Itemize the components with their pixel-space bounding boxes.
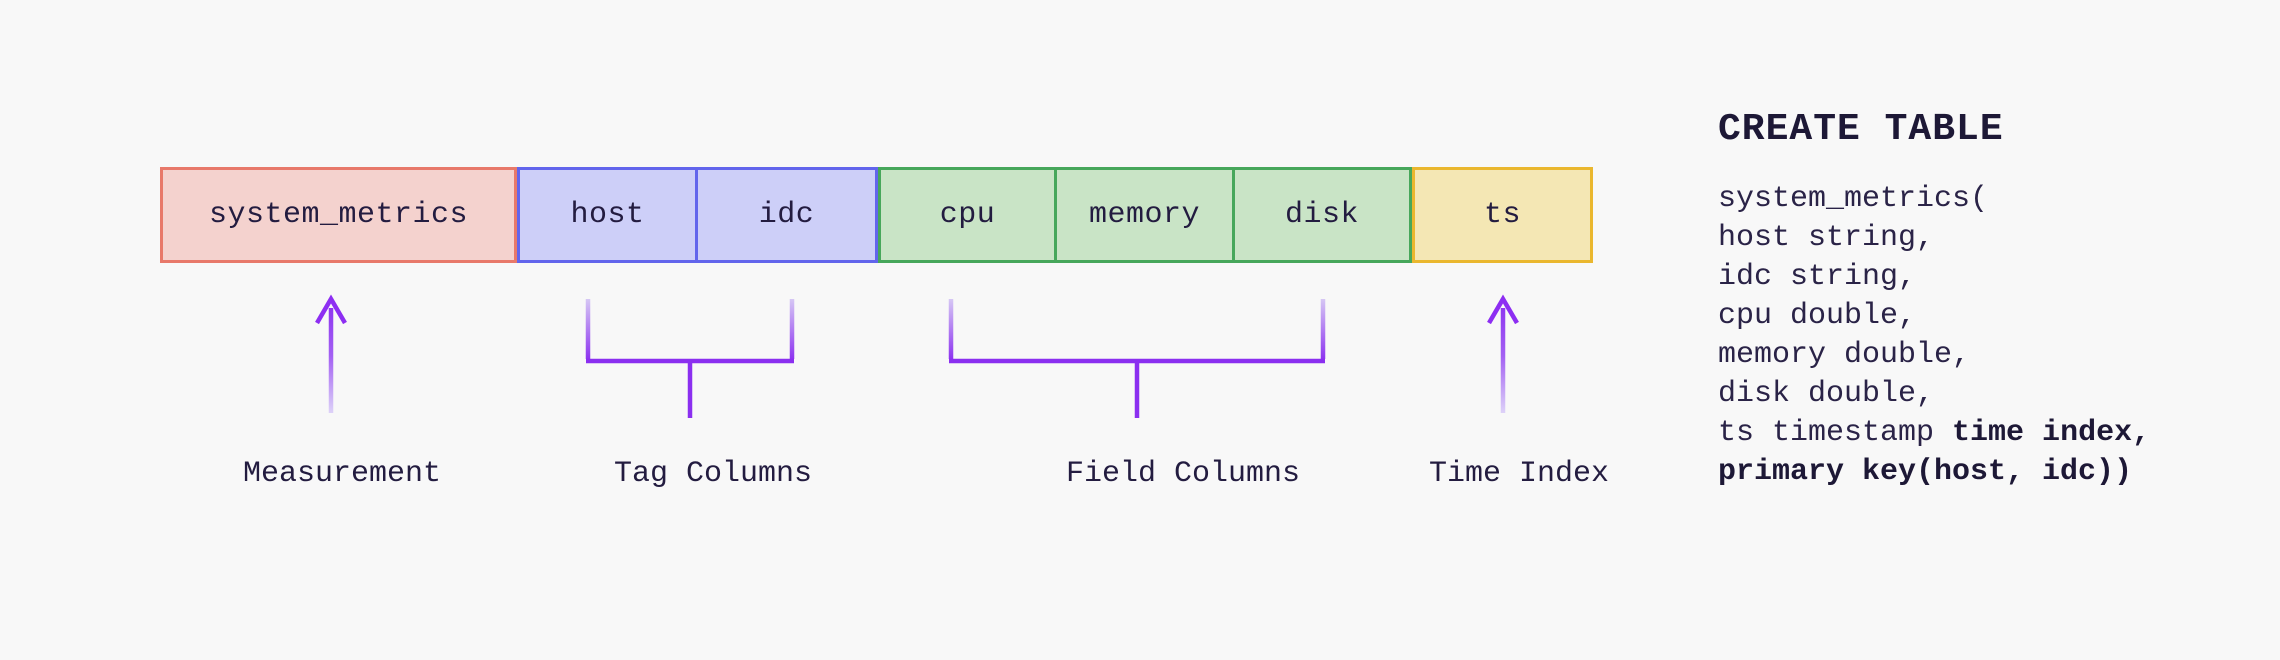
tag-column-box-idc: idc	[695, 167, 878, 263]
box-label: ts	[1483, 198, 1521, 232]
field-column-box-disk: disk	[1232, 167, 1412, 263]
tag-columns-label: Tag Columns	[613, 457, 813, 491]
time-index-label: Time Index	[1428, 457, 1610, 491]
sql-keyword-time-index: time index,	[1952, 416, 2151, 450]
sql-code: system_metrics( host string, idc string,…	[1718, 180, 2258, 492]
measurement-box-system-metrics: system_metrics	[160, 167, 517, 263]
time-index-arrow	[1487, 294, 1519, 413]
sql-line: ts timestamp time index,	[1718, 416, 2151, 450]
sql-line: cpu double,	[1718, 299, 1917, 333]
box-label: host	[570, 198, 645, 232]
time-index-box-ts: ts	[1412, 167, 1593, 263]
box-label: system_metrics	[208, 198, 469, 232]
sql-keyword-primary-key: primary key(host, idc))	[1718, 455, 2133, 489]
field-column-box-cpu: cpu	[878, 167, 1057, 263]
create-table-sql: CREATE TABLE system_metrics( host string…	[1718, 108, 2258, 492]
sql-line: idc string,	[1718, 260, 1917, 294]
sql-line: memory double,	[1718, 338, 1971, 372]
measurement-label: Measurement	[242, 457, 442, 491]
sql-title: CREATE TABLE	[1718, 108, 2004, 151]
box-label: cpu	[939, 198, 996, 232]
box-label: memory	[1088, 198, 1201, 232]
sql-line: disk double,	[1718, 377, 1935, 411]
sql-line: primary key(host, idc))	[1718, 453, 2258, 492]
sql-line: system_metrics(	[1718, 182, 1989, 216]
tag-column-box-host: host	[517, 167, 698, 263]
box-label: disk	[1284, 198, 1359, 232]
measurement-arrow	[315, 294, 347, 413]
sql-line: host string,	[1718, 221, 1935, 255]
box-label: idc	[758, 198, 815, 232]
tag-columns-bracket	[585, 299, 795, 418]
field-columns-label: Field Columns	[1065, 457, 1301, 491]
field-column-box-memory: memory	[1054, 167, 1235, 263]
field-columns-bracket	[948, 299, 1326, 418]
